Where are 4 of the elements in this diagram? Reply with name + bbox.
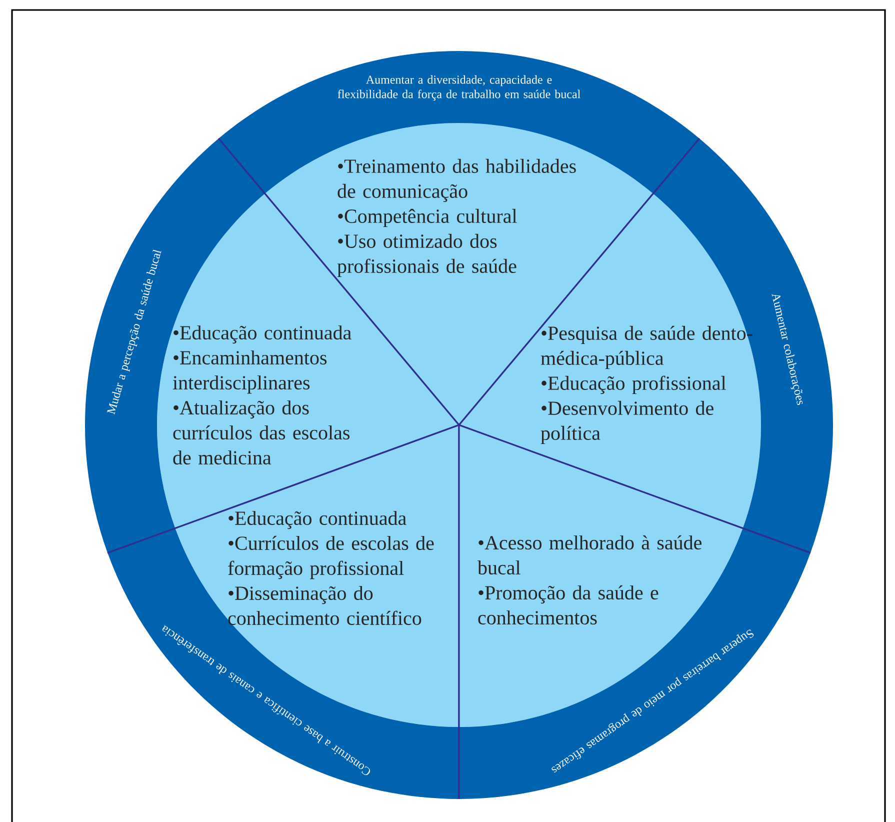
node-label: Aumentar colaborações: [772, 294, 803, 405]
node-label: •Educação continuada: [228, 510, 406, 530]
node-label: Mudar a percepção da saúde bucal: [106, 250, 162, 415]
node-label: Aumentar a diversidade, capacidade e flexibilidade da força de trabalho em saúde bucal: [338, 75, 580, 101]
